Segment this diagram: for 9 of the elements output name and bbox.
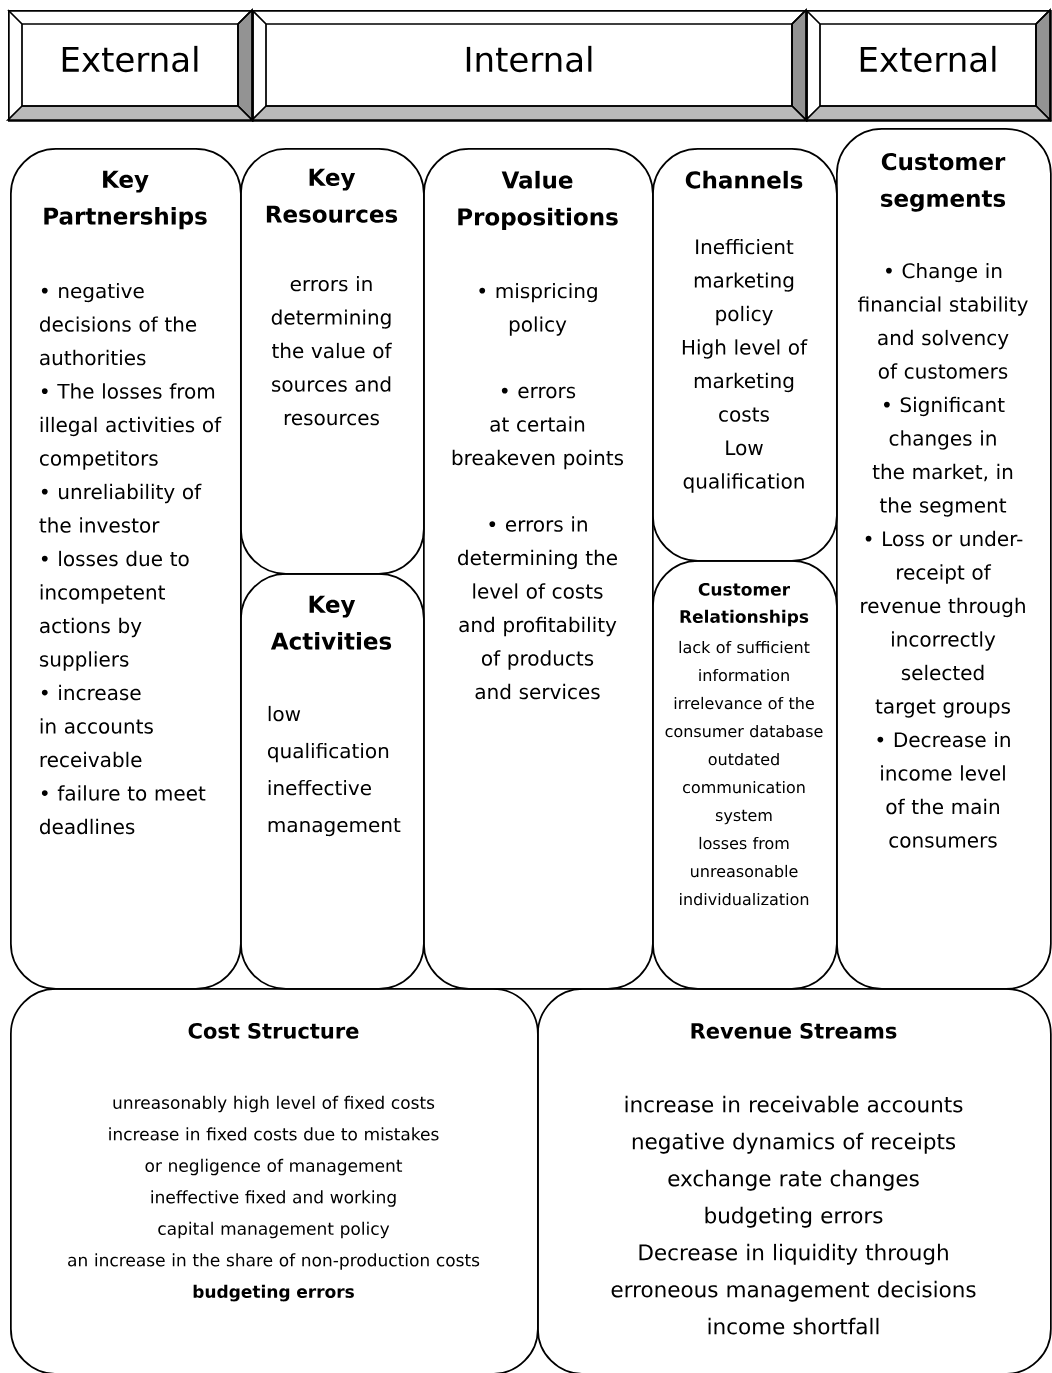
canvas-block: Key Partnerships • negative decisions of the authorities • The losses from illegal activities of competitors • unreliability of the investor • losses due to incompetent actions by suppliers • increase in accounts receivable • failure to meet deadlines [10, 148, 242, 990]
canvas-block: Channels Inefficient marketing policy High level of marketing costs Low qualification [652, 148, 838, 562]
canvas-block: Cost Structure unreasonably high level of fixed costs increase in fixed costs due to mistakes or negligence of management ineffective fixed and working capital management policy an increase in the share of non-production costs budgeting errors [10, 988, 539, 1373]
canvas-block: Value Propositions • mispricing policy • errors at certain breakeven points • errors in determining the level of costs and profitability of products and services [423, 148, 654, 990]
canvas-block: Revenue Streams increase in receivable accounts negative dynamics of receipts exchange rate changes budgeting errors Decrease in liquidity through erroneous management decisions income shortfall [537, 988, 1052, 1373]
canvas-block: Key Resources errors in determining the value of sources and resources [240, 148, 425, 575]
canvas-block: Customer segments • Change in financial stability and solvency of customers • Significant changes in the market, in the segment • Loss or under-receipt of revenue through incorrectly selected target groups • Decrease in income level of the main consumers [836, 128, 1052, 990]
canvas-block: Key Activities low qualification ineffective management [240, 573, 425, 990]
canvas-block: Customer Relationships lack of sufficient information irrelevance of the consumer database outdated communication system losses from unreasonable individualization [652, 560, 838, 990]
